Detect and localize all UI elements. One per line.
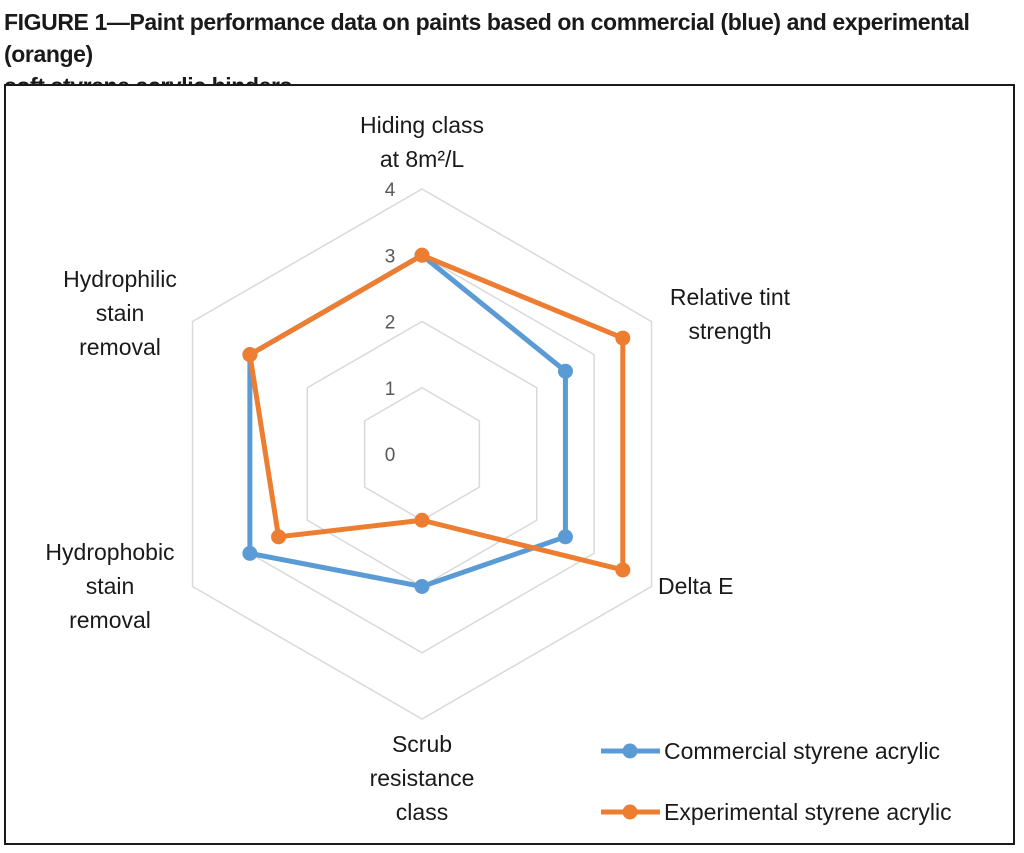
axis-label-line: class <box>396 799 448 825</box>
axis-label-2: Delta E <box>658 573 733 599</box>
tick-label: 3 <box>385 246 396 267</box>
series-1-point-1 <box>615 330 631 346</box>
grid-ring-1 <box>363 386 481 522</box>
axis-label-line: removal <box>79 334 161 360</box>
legend-marker-1 <box>622 804 638 820</box>
series-1-point-5 <box>242 347 258 363</box>
radar-tick-labels: 0 1 2 3 4 <box>385 180 396 466</box>
radar-axis-labels: Hiding class at 8m²/L Relative tint strengt… <box>45 112 790 825</box>
radar-series <box>242 247 631 594</box>
series-1-point-2 <box>615 562 631 578</box>
axis-label-line: Delta E <box>658 573 733 599</box>
axis-label-line: resistance <box>370 765 475 791</box>
tick-label: 0 <box>385 445 396 466</box>
legend-marker-0 <box>622 743 638 759</box>
axis-label-line: stain <box>96 300 145 326</box>
grid-ring-4 <box>191 188 653 720</box>
axis-label-line: Hydrophilic <box>63 266 177 292</box>
series-0-point-4 <box>242 545 258 561</box>
axis-label-4: Hydrophobic stain removal <box>45 539 174 633</box>
axis-label-1: Relative tint strength <box>670 284 791 344</box>
series-0-point-1 <box>557 363 573 379</box>
axis-label-line: strength <box>688 318 771 344</box>
axis-label-line: stain <box>86 573 135 599</box>
tick-label: 1 <box>385 379 396 400</box>
legend-label-0: Commercial styrene acrylic <box>664 738 940 764</box>
axis-label-line: Hydrophobic <box>45 539 174 565</box>
axis-label-0: Hiding class at 8m²/L <box>360 112 484 172</box>
series-1-point-3 <box>414 512 430 528</box>
figure-caption-line-1: FIGURE 1—Paint performance data on paint… <box>4 9 970 67</box>
tick-label: 2 <box>385 313 396 334</box>
legend-label-1: Experimental styrene acrylic <box>664 799 952 825</box>
radar-grid <box>191 188 653 720</box>
series-0-point-3 <box>414 579 430 594</box>
grid-ring-2 <box>306 320 538 588</box>
axis-label-line: Scrub <box>392 731 452 757</box>
axis-label-5: Hydrophilic stain removal <box>63 266 177 360</box>
series-0-point-2 <box>557 529 573 545</box>
series-1-point-0 <box>414 247 430 263</box>
axis-label-line: Hiding class <box>360 112 484 138</box>
axis-label-line: Relative tint <box>670 284 791 310</box>
tick-label: 4 <box>385 180 396 201</box>
axis-label-line: at 8m²/L <box>380 146 465 172</box>
chart-frame <box>4 84 1015 845</box>
axis-label-line: removal <box>69 607 151 633</box>
series-1-point-4 <box>271 529 287 545</box>
axis-label-3: Scrub resistance class <box>370 731 475 825</box>
